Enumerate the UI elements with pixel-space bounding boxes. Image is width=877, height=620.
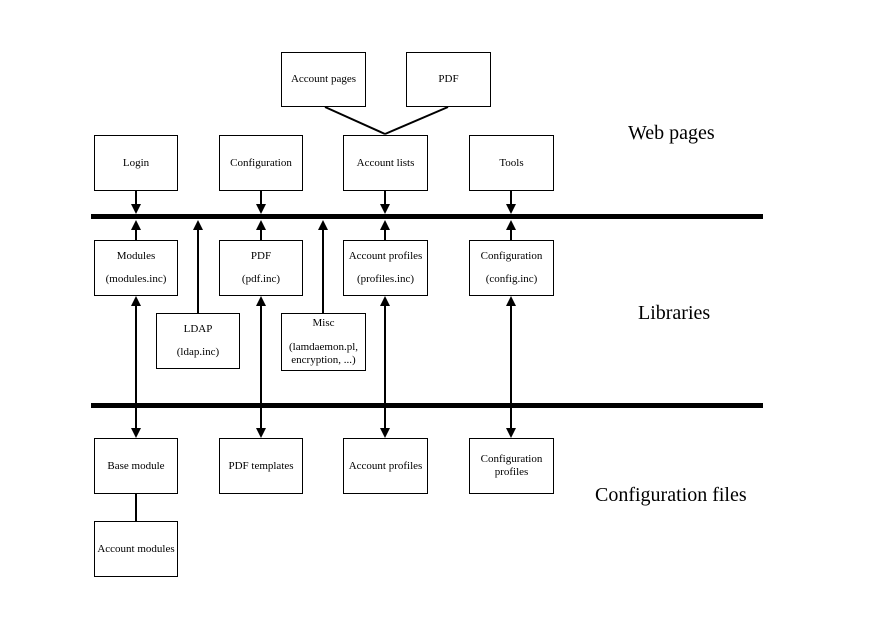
connector-misc-separator [318, 220, 328, 313]
box-label: (profiles.inc) [356, 272, 415, 285]
section-label-libraries: Libraries [638, 302, 711, 324]
box-configuration-page: Configuration [219, 135, 303, 191]
box-login: Login [94, 135, 178, 191]
box-label: (modules.inc) [105, 272, 167, 285]
box-account-profiles-file: Account profiles [343, 438, 428, 494]
box-label: PDF templates [228, 459, 294, 472]
box-label: encryption, ...) [291, 354, 356, 366]
box-label: (pdf.inc) [241, 272, 281, 285]
connector-modules-basemodule [131, 296, 141, 438]
box-label: Account modules [97, 542, 175, 555]
box-account-profiles-library: Account profiles (profiles.inc) [343, 240, 428, 296]
box-label: Base module [107, 459, 165, 472]
box-label: Account lists [356, 156, 415, 169]
connector-ldap-separator [193, 220, 203, 313]
connector-configuration-separator [256, 191, 266, 240]
box-modules-library: Modules (modules.inc) [94, 240, 178, 296]
box-label: Account pages [290, 73, 357, 85]
box-label: Modules [116, 250, 156, 263]
box-label: (lamdaemon.pl, [288, 341, 359, 353]
box-misc-library: Misc (lamdaemon.pl, encryption, ...) [281, 313, 366, 371]
box-pdf-page: PDF [406, 52, 491, 107]
box-label: PDF [250, 250, 272, 263]
box-pdf-templates: PDF templates [219, 438, 303, 494]
box-label: (ldap.inc) [176, 345, 220, 358]
box-label: (config.inc) [485, 272, 538, 285]
box-label: profiles [494, 466, 529, 478]
connector-profileslib-profilesfile [380, 296, 390, 438]
connector-accountpages-accountlists [324, 106, 449, 135]
box-tools: Tools [469, 135, 554, 191]
box-label: Login [122, 156, 150, 169]
box-label: Tools [499, 156, 524, 169]
separator-webpages-libraries [91, 214, 763, 219]
connector-accountlists-separator [380, 191, 390, 240]
box-configuration-library: Configuration (config.inc) [469, 240, 554, 296]
box-label: PDF [438, 73, 459, 85]
box-label: Configuration [480, 250, 543, 263]
connector-tools-separator [506, 191, 516, 240]
box-label: Configuration [230, 156, 292, 169]
box-label: Account profiles [348, 250, 423, 263]
box-label: Misc [312, 317, 335, 329]
section-label-web-pages: Web pages [628, 122, 715, 144]
box-account-pages: Account pages [281, 52, 366, 107]
box-label: Configuration [480, 453, 543, 465]
box-account-modules: Account modules [94, 521, 178, 577]
box-label: LDAP [183, 323, 213, 336]
box-pdf-library: PDF (pdf.inc) [219, 240, 303, 296]
separator-libraries-configfiles [91, 403, 763, 408]
box-configuration-profiles: Configuration profiles [469, 438, 554, 494]
connector-configlib-configprofiles [506, 296, 516, 438]
box-account-lists: Account lists [343, 135, 428, 191]
connector-login-separator [131, 191, 141, 240]
box-base-module: Base module [94, 438, 178, 494]
section-label-configuration-files: Configuration files [595, 484, 747, 506]
box-ldap-library: LDAP (ldap.inc) [156, 313, 240, 369]
connector-pdflib-pdftemplates [256, 296, 266, 438]
box-label: Account profiles [348, 459, 423, 472]
